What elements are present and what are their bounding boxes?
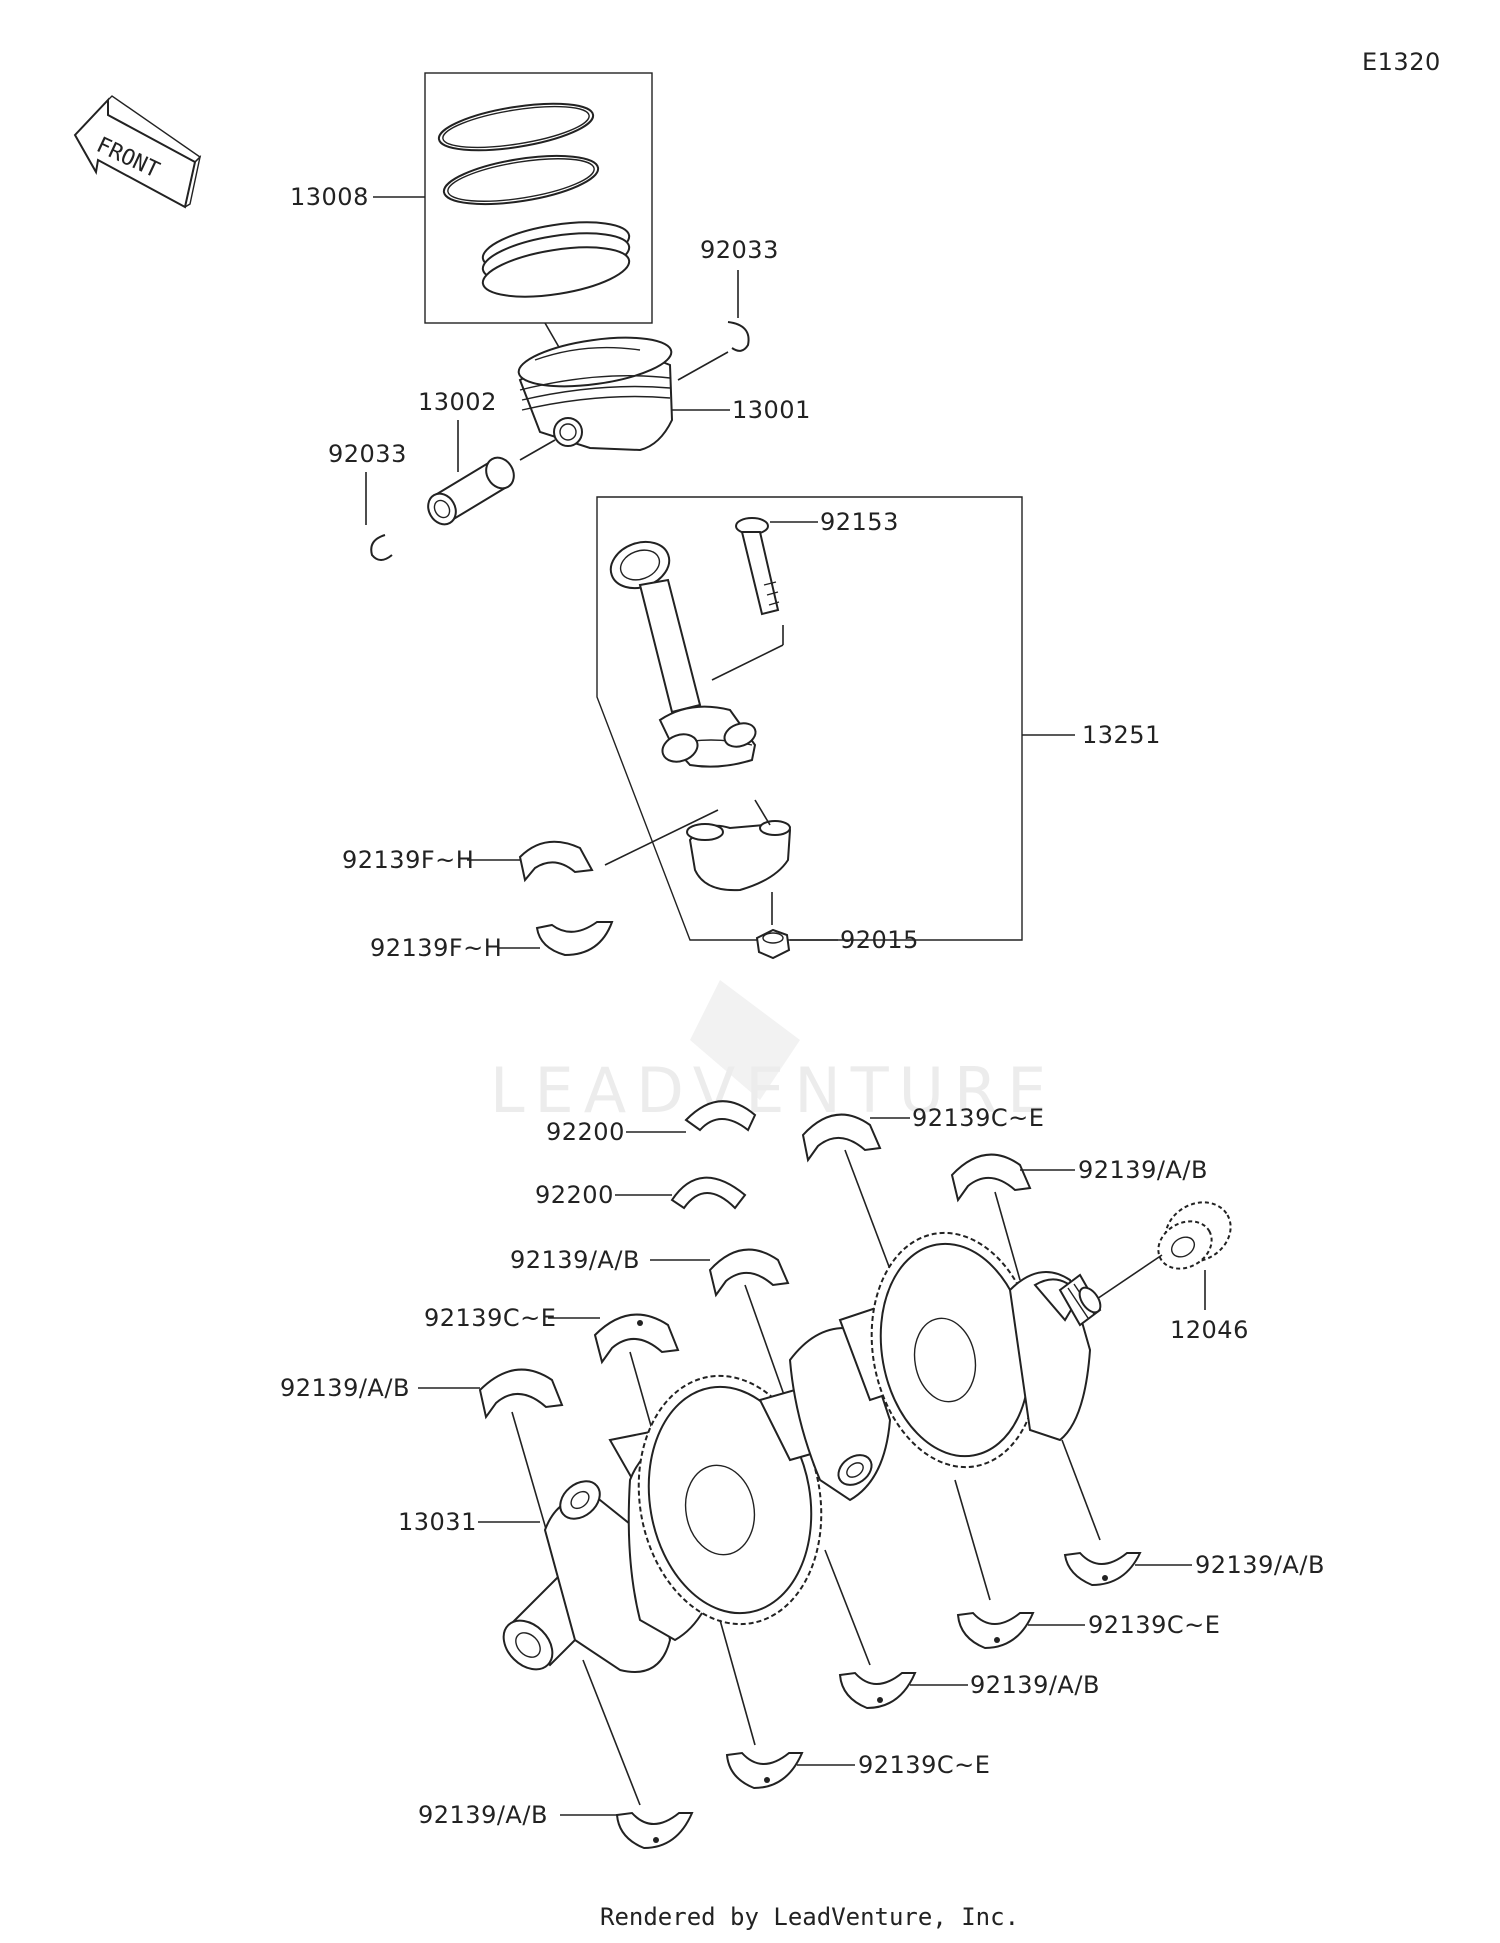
callout-92139fh-1: 92139F~H	[342, 846, 474, 874]
callout-92200-1: 92200	[546, 1118, 625, 1146]
crankshaft-gear	[1157, 1201, 1232, 1270]
main-bearing-left-ab	[478, 1368, 564, 1420]
con-rod-bolt	[735, 517, 780, 616]
callout-92139ab-top: 92139/A/B	[1078, 1156, 1208, 1184]
front-arrow-icon: FRONT	[73, 95, 202, 209]
piston-pin-clip-left	[370, 534, 393, 561]
callout-92139ab-mid: 92139/A/B	[510, 1246, 640, 1274]
callout-92139ce-top: 92139C~E	[912, 1104, 1044, 1132]
callout-12046: 12046	[1170, 1316, 1249, 1344]
main-bearing-top-ab	[950, 1153, 1032, 1203]
connecting-rod-cap	[686, 820, 792, 892]
main-bearing-r1-ce	[956, 1611, 1035, 1650]
main-bearing-bottom-ab	[615, 1811, 694, 1850]
callout-92139ab-r2: 92139/A/B	[970, 1671, 1100, 1699]
connecting-rod	[609, 540, 757, 768]
callout-92200-2: 92200	[535, 1181, 614, 1209]
callout-92015: 92015	[840, 926, 919, 954]
watermark-text: LEADVENTURE	[490, 1054, 1056, 1127]
main-bearing-top-ce	[801, 1113, 882, 1163]
footer-credit: Rendered by LeadVenture, Inc.	[600, 1903, 1019, 1931]
diagram-code: E1320	[1362, 48, 1441, 76]
callout-13002: 13002	[418, 388, 497, 416]
callout-13031: 13031	[398, 1508, 477, 1536]
callout-92139ab-left: 92139/A/B	[280, 1374, 410, 1402]
callout-92153: 92153	[820, 508, 899, 536]
callout-92139ab-r1: 92139/A/B	[1195, 1551, 1325, 1579]
main-bearing-r2-ab	[838, 1671, 917, 1710]
callout-92033-top: 92033	[700, 236, 779, 264]
piston-pin	[427, 456, 515, 526]
callout-92139ce-left: 92139C~E	[424, 1304, 556, 1332]
con-rod-nut	[755, 928, 791, 960]
callout-92139fh-2: 92139F~H	[370, 934, 502, 962]
main-bearing-r2-ce	[725, 1751, 804, 1790]
main-bearing-left-ce	[593, 1313, 680, 1365]
callout-13008: 13008	[290, 183, 369, 211]
watermark: LEADVENTURE	[490, 980, 1056, 1127]
main-bearing-mid-ab	[708, 1248, 790, 1298]
callout-92033-left: 92033	[328, 440, 407, 468]
thrust-washer-1	[684, 1100, 757, 1132]
rod-bearing-upper	[518, 840, 594, 883]
callout-13251: 13251	[1082, 721, 1161, 749]
piston-pin-clip-right	[727, 321, 750, 352]
piston	[517, 336, 674, 452]
main-bearing-r1-ab	[1063, 1551, 1142, 1587]
callout-13001: 13001	[732, 396, 811, 424]
piston-ring-set	[424, 72, 653, 376]
thrust-washer-2	[670, 1176, 747, 1210]
crankshaft	[502, 1231, 1102, 1673]
callout-92139ce-r1: 92139C~E	[1088, 1611, 1220, 1639]
callout-92139ce-r2: 92139C~E	[858, 1751, 990, 1779]
rod-bearing-lower	[535, 921, 614, 957]
connecting-rod-box	[596, 496, 1023, 941]
callout-92139ab-bottom: 92139/A/B	[418, 1801, 548, 1829]
